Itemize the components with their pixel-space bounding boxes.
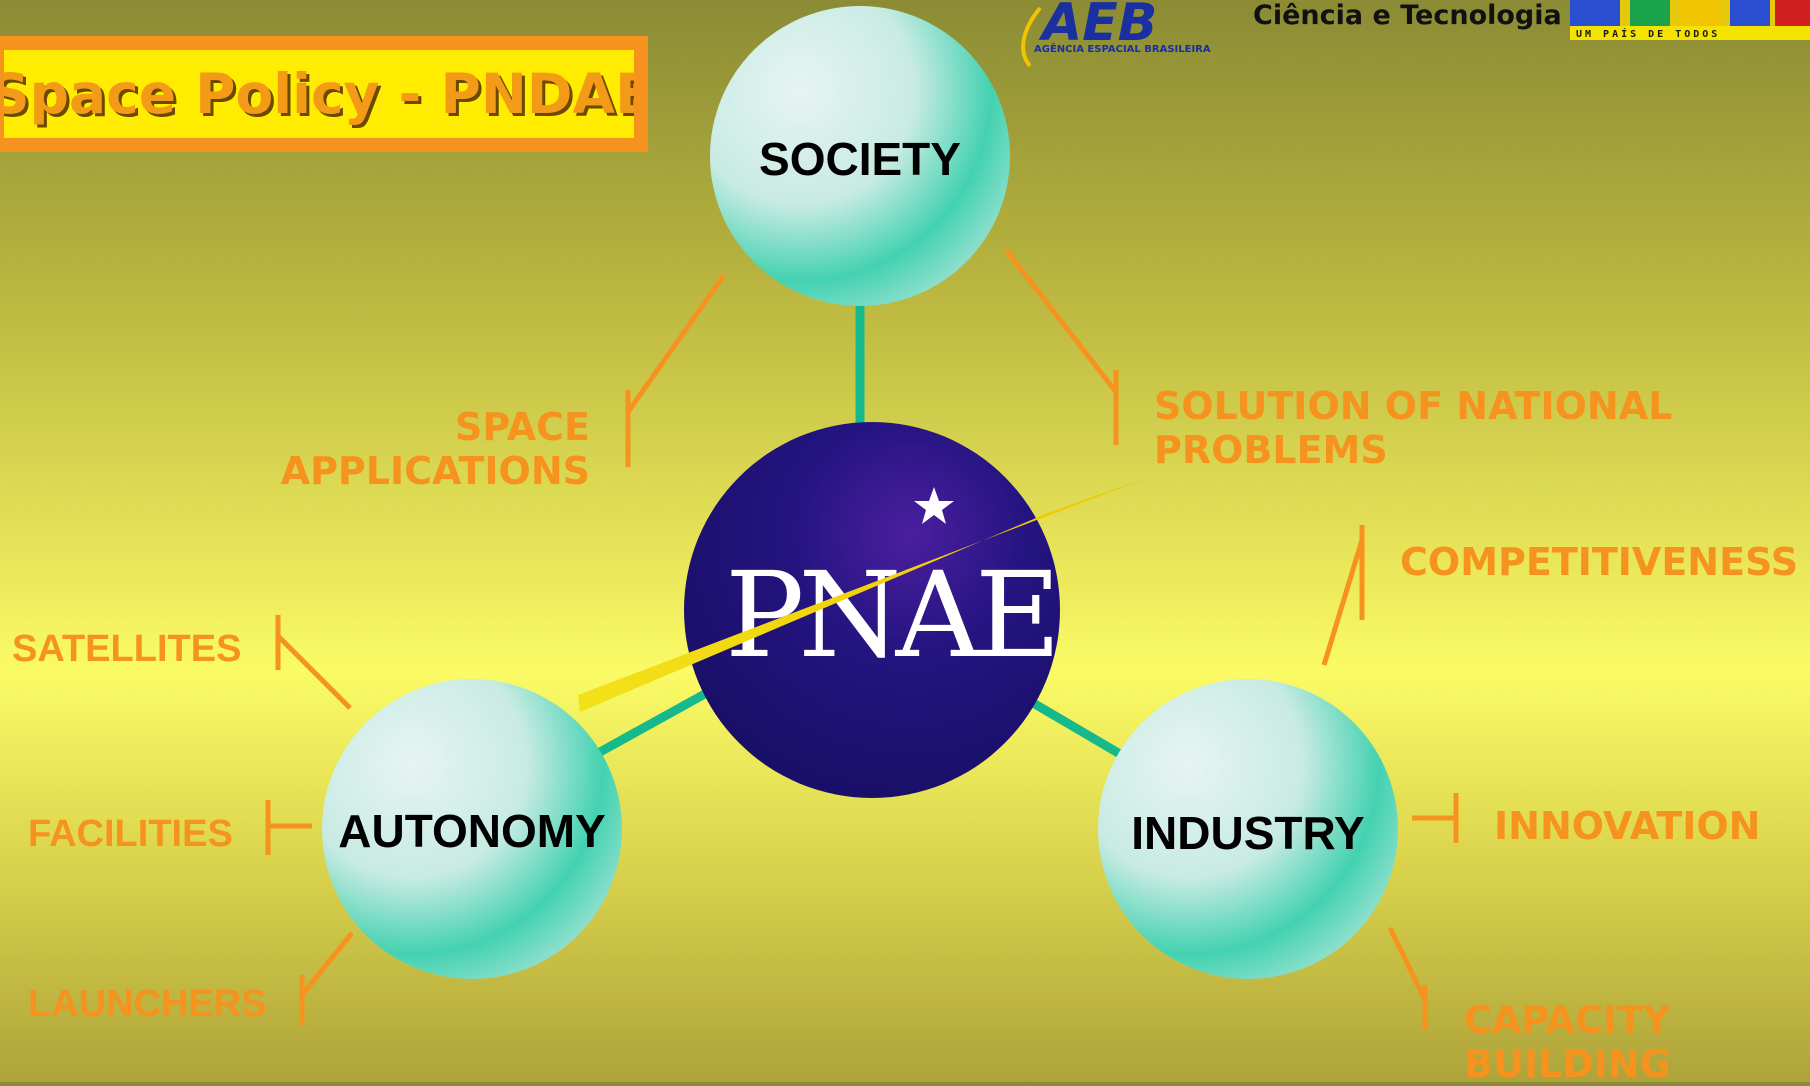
pnae-center-label: PNAE (725, 546, 1061, 684)
industry-circle (1098, 679, 1398, 979)
industry-label: INDUSTRY (1131, 807, 1365, 859)
connector-industry (1025, 696, 1123, 758)
label-launchers: LAUNCHERS (28, 983, 267, 1025)
brasil-logo: UM PAÍS DE TODOS (1570, 0, 1810, 40)
autonomy-circle (322, 679, 622, 979)
aeb-logo-subtext: AGÊNCIA ESPACIAL BRASILEIRA (1034, 42, 1211, 55)
label-capacity-building: CAPACITY BUILDING (1464, 998, 1671, 1086)
branch-lines (265, 248, 1459, 1030)
label-solution-line2: PROBLEMS (1154, 428, 1388, 472)
branch-facilities (265, 800, 312, 855)
label-solution-line1: SOLUTION OF NATIONAL (1154, 384, 1673, 428)
page-title: Space Policy - PNDAE (4, 62, 634, 126)
branch-launchers (299, 931, 354, 1025)
society-label: SOCIETY (759, 133, 961, 185)
yellow-swoosh (578, 476, 1152, 712)
branch-capacity (1387, 926, 1428, 1030)
label-capacity-line2: BUILDING (1464, 1042, 1671, 1086)
label-solution: SOLUTION OF NATIONAL PROBLEMS (1154, 384, 1672, 472)
autonomy-label: AUTONOMY (338, 805, 606, 857)
pnae-center-circle (684, 422, 1060, 798)
branch-innovation (1412, 793, 1459, 843)
title-banner: Space Policy - PNDAE (0, 36, 648, 152)
label-capacity-line1: CAPACITY (1464, 998, 1671, 1042)
label-space-applications: SPACE APPLICATIONS (270, 405, 590, 493)
society-circle (710, 6, 1010, 306)
label-innovation: INNOVATION (1494, 804, 1761, 848)
star-icon (914, 487, 954, 524)
label-space-applications-line2: APPLICATIONS (280, 449, 590, 493)
label-satellites: SATELLITES (12, 628, 242, 670)
connector-autonomy (597, 686, 715, 756)
label-facilities: FACILITIES (28, 813, 233, 855)
branch-competitiveness (1321, 525, 1365, 666)
brasil-logo-subtext: UM PAÍS DE TODOS (1576, 27, 1720, 40)
branch-solution (1004, 248, 1119, 445)
branch-satellites (275, 615, 352, 710)
label-space-applications-line1: SPACE (455, 405, 590, 449)
label-competitiveness: COMPETITIVENESS (1400, 540, 1799, 584)
ministry-text: Ciência e Tecnologia (1253, 0, 1562, 31)
branch-space-applications (625, 273, 727, 467)
aeb-logo: AEB AGÊNCIA ESPACIAL BRASILEIRA (1021, 0, 1211, 68)
aeb-logo-text: AEB (1038, 0, 1157, 53)
